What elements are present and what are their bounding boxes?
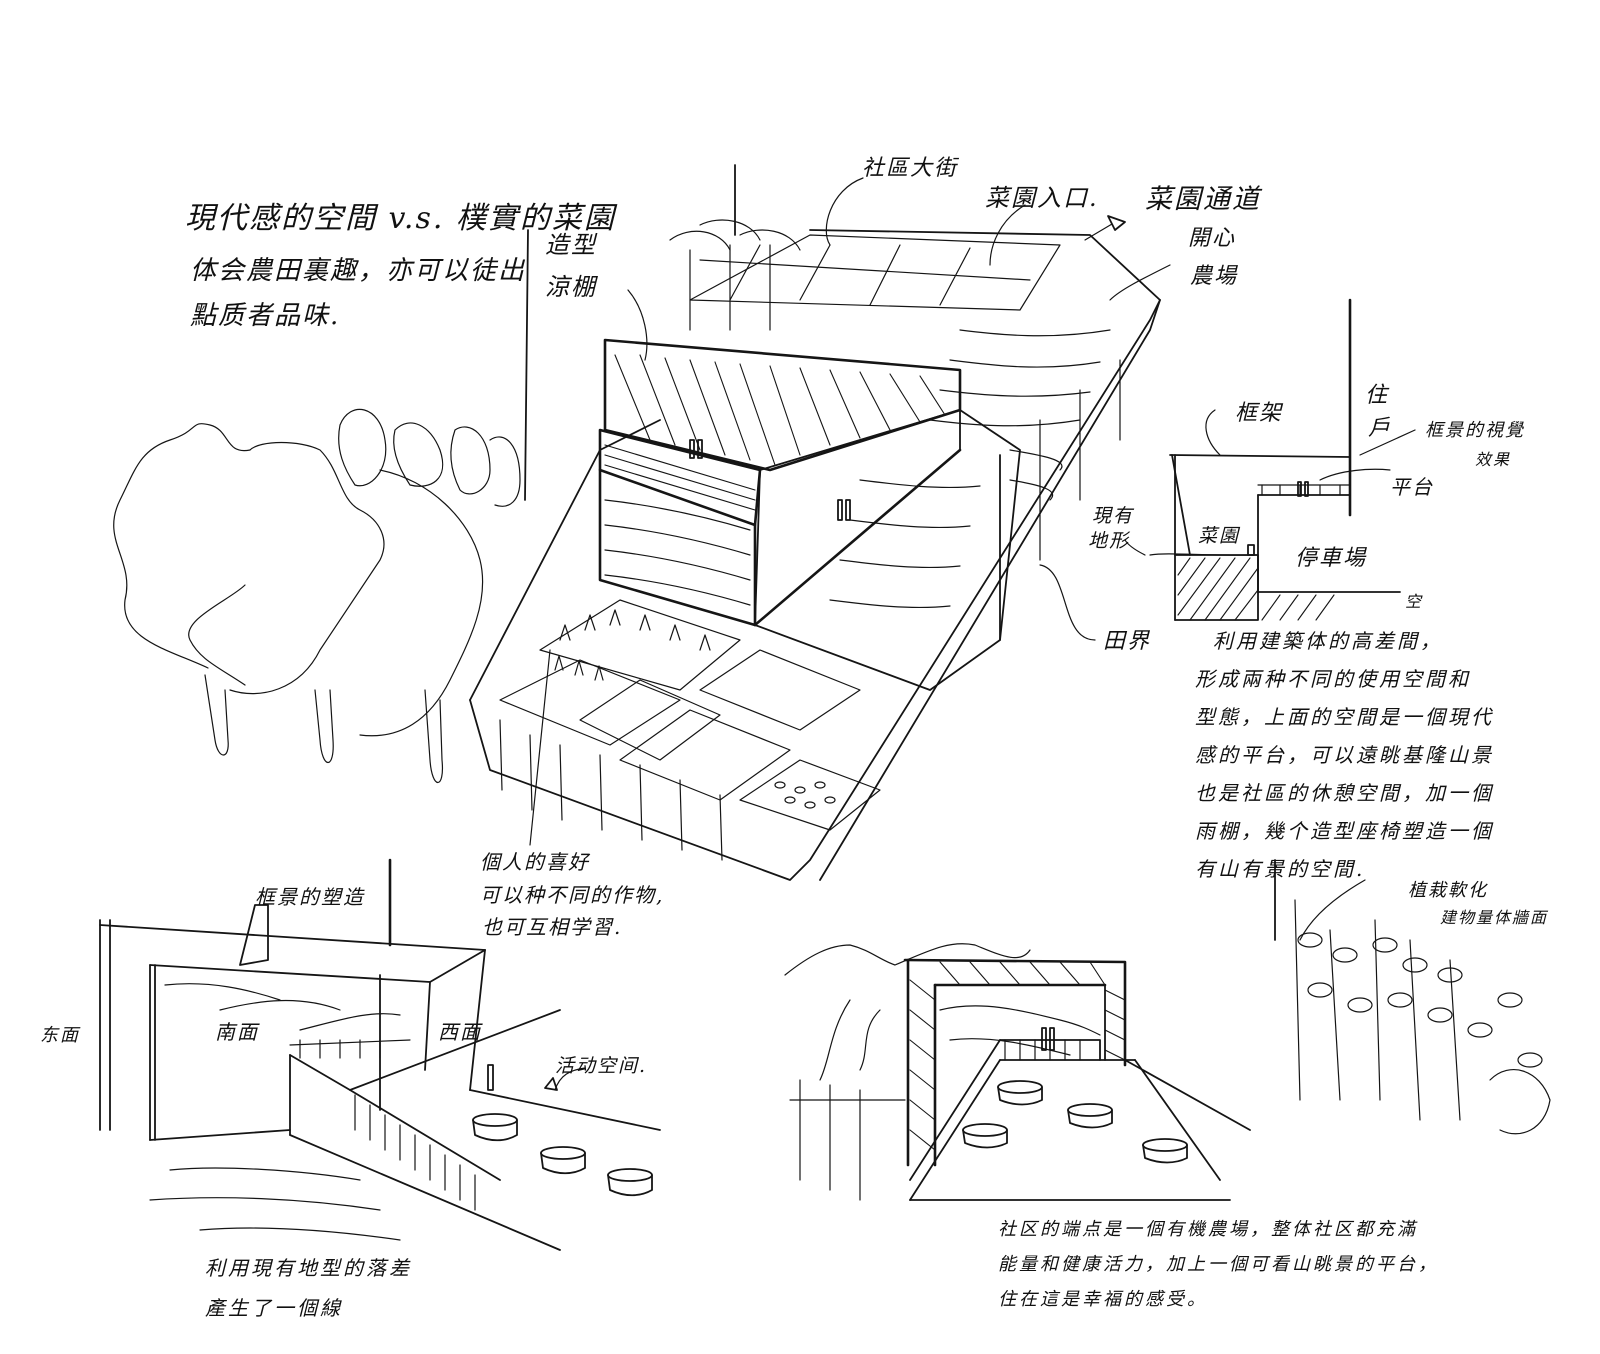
left-note-line: 利用現有地型的落差 xyxy=(205,1256,412,1280)
label-west-face: 西面 xyxy=(438,1020,482,1044)
left-note-line: 產生了一個線 xyxy=(205,1296,343,1320)
leader-line xyxy=(529,649,551,846)
label-parking: 停車場 xyxy=(1295,546,1368,571)
label-personal-plots-desc-1: 可以种不同的作物, xyxy=(480,883,665,907)
label-existing-terrain-1: 現有 xyxy=(1092,505,1135,527)
left-perspective-drawing xyxy=(99,858,661,1251)
leader-line xyxy=(627,289,648,361)
label-activity-space: 活动空间. xyxy=(555,1055,648,1077)
right-perspective-drawing xyxy=(784,879,1551,1201)
label-south-face: 南面 xyxy=(215,1020,259,1044)
section-note-line: 利用建築体的高差間， xyxy=(1213,629,1443,653)
section-note-line: 形成兩种不同的使用空間和 xyxy=(1195,667,1471,691)
label-framed-view-1: 框景的視覺 xyxy=(1425,420,1525,441)
label-garden-path: 菜園通道 xyxy=(1145,184,1261,215)
label-platform: 平台 xyxy=(1390,475,1434,499)
label-happy-farm-1: 開心 xyxy=(1188,226,1237,251)
section-note-line: 雨棚，幾个造型座椅塑造一個 xyxy=(1195,819,1494,843)
label-pergola-2: 涼棚 xyxy=(545,273,597,301)
axonometric-drawing xyxy=(469,215,1161,881)
left-perspective-note: 利用現有地型的落差 產生了一個線 xyxy=(205,1248,412,1328)
leader-line xyxy=(1039,564,1096,641)
section-note: 利用建築体的高差間， 形成兩种不同的使用空間和 型態，上面的空間是一個現代 感的… xyxy=(1195,622,1494,888)
label-framed-shape: 框景的塑造 xyxy=(255,885,365,909)
label-community-street: 社區大街 xyxy=(862,156,959,181)
title-heading: 現代感的空間 v.s. 樸實的菜園 xyxy=(185,201,616,236)
label-resident-1: 住 xyxy=(1365,383,1390,408)
section-note-line: 也是社區的休憩空間，加一個 xyxy=(1195,781,1494,805)
label-pergola-1: 造型 xyxy=(545,231,597,259)
label-greening-2: 建物量体牆面 xyxy=(1440,908,1549,927)
note-insert-mark: 空 xyxy=(1405,592,1424,611)
label-boundary: 田界 xyxy=(1103,629,1152,654)
tree-group-icon xyxy=(113,408,521,783)
label-existing-terrain-2: 地形 xyxy=(1088,530,1131,552)
leader-line xyxy=(524,229,529,501)
label-framed-view-2: 效果 xyxy=(1475,450,1512,469)
label-personal-plots-desc-2: 也可互相学習. xyxy=(482,915,623,939)
label-greening-1: 植栽軟化 xyxy=(1408,880,1488,901)
leader-line xyxy=(1109,264,1171,301)
leader-line xyxy=(825,177,864,246)
right-note-line: 社区的端点是一個有機農場，整体社区都充滿 xyxy=(998,1219,1418,1240)
label-frame: 框架 xyxy=(1235,401,1284,426)
title-line-3: 點质者品味. xyxy=(190,301,341,331)
right-perspective-note: 社区的端点是一個有機農場，整体社区都充滿 能量和健康活力，加上一個可看山眺景的平… xyxy=(998,1212,1439,1317)
label-personal-plots: 個人的喜好 xyxy=(480,850,590,874)
label-resident-2: 戶 xyxy=(1368,416,1393,441)
section-drawing xyxy=(1124,298,1416,621)
label-east-face: 东面 xyxy=(40,1025,80,1046)
right-note-line: 能量和健康活力，加上一個可看山眺景的平台， xyxy=(998,1254,1439,1275)
section-note-line: 有山有景的空間. xyxy=(1195,857,1366,881)
leader-line xyxy=(989,204,1026,266)
section-note-line: 感的平台，可以遠眺基隆山景 xyxy=(1195,743,1494,767)
label-garden-entrance: 菜園入口. xyxy=(985,184,1099,212)
title-line-2: 体会農田裏趣，亦可以徒出 xyxy=(190,256,527,286)
label-vegetable-garden: 菜園 xyxy=(1198,525,1241,547)
section-note-line: 型態，上面的空間是一個現代 xyxy=(1195,705,1494,729)
label-happy-farm-2: 農場 xyxy=(1190,264,1239,289)
right-note-line: 住在這是幸福的感受。 xyxy=(998,1289,1208,1310)
